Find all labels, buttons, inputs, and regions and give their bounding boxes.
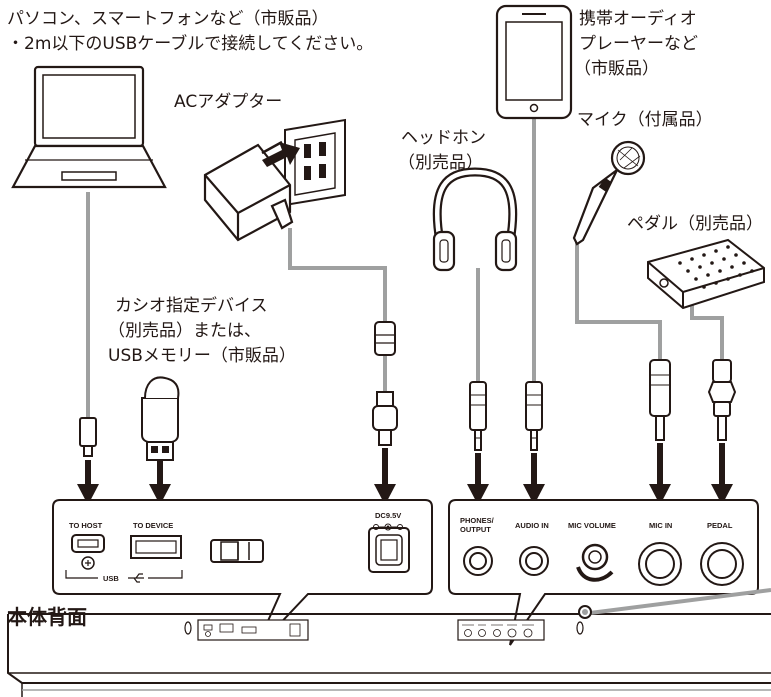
dc-polarity-icon xyxy=(373,523,403,531)
arrow-phones xyxy=(467,453,489,505)
laptop-icon xyxy=(11,65,167,189)
arrow-mic xyxy=(649,443,671,505)
rear-panel-title: 本体背面 xyxy=(7,605,87,629)
mini-left-panel xyxy=(197,619,309,641)
arrow-dc xyxy=(374,448,396,505)
plug-in-arrow xyxy=(262,142,300,167)
microphone-icon xyxy=(572,140,646,246)
usb-device-port xyxy=(130,535,182,559)
mic-in-label: MIC IN xyxy=(649,521,672,530)
dc-label: DC9.5V xyxy=(375,511,401,520)
audio-plug-icon xyxy=(525,381,543,451)
usb-micro-plug-icon xyxy=(79,417,97,457)
to-device-label: TO DEVICE xyxy=(133,521,173,530)
rear-foot-left xyxy=(184,621,192,635)
device-label-line3: USBメモリー（市販品） xyxy=(108,346,296,366)
ac-adapter-icon xyxy=(203,140,294,242)
pedal-label: PEDAL xyxy=(707,521,733,530)
to-host-label: TO HOST xyxy=(69,521,103,530)
arrows xyxy=(77,443,733,505)
player-label-line3: （市販品） xyxy=(574,59,659,79)
device-label-line2: （別売品）または、 xyxy=(108,321,261,341)
arrow-pedal xyxy=(711,443,733,505)
headphone-plug-icon xyxy=(469,381,487,451)
usb-host-port xyxy=(71,534,105,553)
headphones-label-line2: （別売品） xyxy=(398,153,483,173)
device-label-line1: カシオ指定デバイス xyxy=(115,296,268,316)
arrow-to-host xyxy=(77,460,99,505)
player-label-line1: 携帯オーディオ xyxy=(579,9,697,29)
pc-label-line2: ・2m以下のUSBケーブルで接続してください。 xyxy=(7,34,374,54)
usb-memory-icon xyxy=(141,376,180,461)
mic-plug-icon xyxy=(649,359,671,441)
dc-plug-icon xyxy=(372,391,398,446)
arrow-to-device xyxy=(149,460,171,505)
player-label-line2: プレーヤーなど xyxy=(579,34,698,54)
headphones-icon xyxy=(432,167,518,272)
mic-label: マイク（付属品） xyxy=(577,110,713,130)
headphones-label-line1: ヘッドホン xyxy=(401,128,486,148)
arrow-audio xyxy=(523,453,545,505)
mic-holder-icon xyxy=(578,588,771,619)
mic-volume-label: MIC VOLUME xyxy=(568,521,616,530)
left-terminal-panel xyxy=(52,499,433,651)
audio-in-label: AUDIO IN xyxy=(515,521,549,530)
pedal-icon xyxy=(647,238,765,310)
ferrite-core-icon xyxy=(374,321,396,356)
phones-label-2: OUTPUT xyxy=(460,525,491,534)
usb-symbol-icon xyxy=(128,573,144,583)
ac-adapter-label: ACアダプター xyxy=(174,92,283,112)
keyboard-rear-body xyxy=(7,613,771,697)
mic-cable xyxy=(575,240,662,360)
usb-label: USB xyxy=(103,574,119,583)
phones-label-1: PHONES/ xyxy=(460,516,495,525)
pedal-label: ペダル（別売品） xyxy=(627,214,763,234)
pc-label-line1: パソコン、スマートフォンなど（市販品） xyxy=(7,9,329,29)
ac-adapter-cable xyxy=(288,228,387,322)
wall-outlet-icon xyxy=(284,118,346,207)
right-terminal-panel xyxy=(448,499,759,646)
pedal-plug-icon xyxy=(707,359,737,441)
smartphone-icon xyxy=(495,4,573,120)
rear-foot-right xyxy=(576,621,584,635)
